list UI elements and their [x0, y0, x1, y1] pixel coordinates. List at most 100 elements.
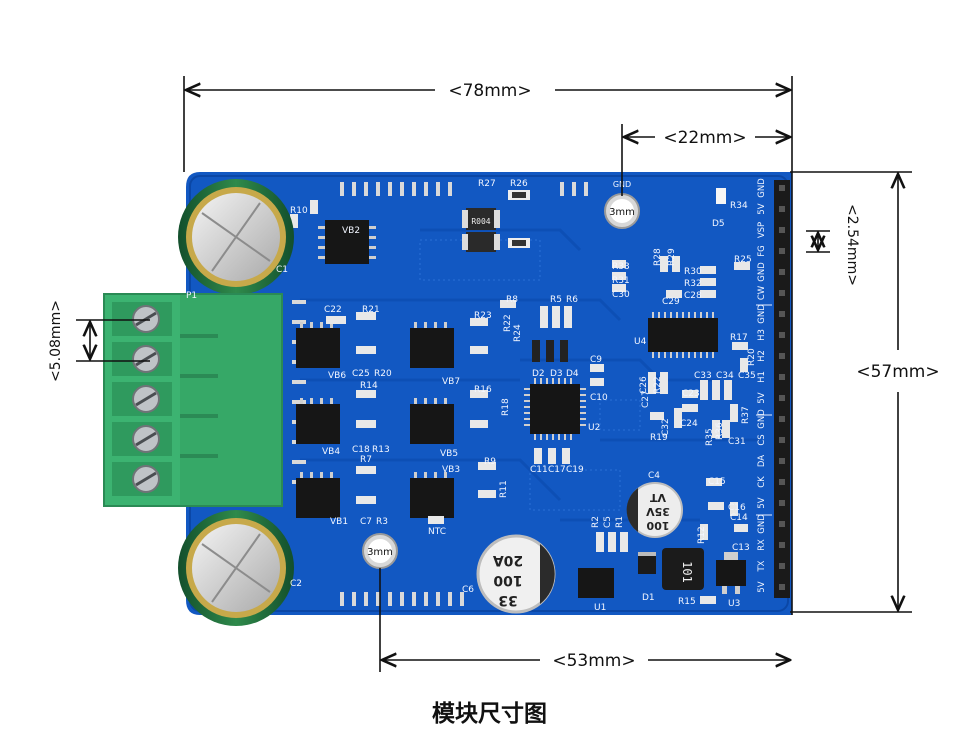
svg-text:C14: C14 [730, 513, 748, 523]
svg-text:R34: R34 [730, 201, 748, 211]
mosfet-vb4 [296, 404, 340, 444]
header-pin-label: CS [757, 434, 767, 445]
screw-slot [135, 471, 157, 487]
header-pin-label: GND [757, 514, 767, 534]
svg-text:VB4: VB4 [322, 447, 340, 457]
svg-text:R23: R23 [474, 311, 492, 321]
svg-text:100: 100 [493, 572, 522, 588]
header-pin-label: 5V [757, 497, 767, 508]
capacitor-c2 [178, 510, 294, 626]
svg-text:C18: C18 [352, 445, 370, 455]
gnd-offset-label: <22mm> [663, 128, 746, 148]
header-pin-label: H1 [757, 371, 767, 383]
svg-text:20A: 20A [493, 552, 523, 568]
screw-slot [135, 431, 157, 447]
mosfet-vb3 [410, 478, 454, 518]
terminal-pitch-label: <5.08mm> [48, 300, 64, 382]
svg-text:R31: R31 [612, 276, 630, 286]
svg-text:R16: R16 [474, 385, 492, 395]
header-pin-label: GND [757, 178, 767, 198]
svg-text:R20: R20 [374, 369, 392, 379]
svg-text:R26: R26 [510, 179, 528, 189]
header-pin-label: RX [757, 539, 767, 551]
height-total-label: <57mm> [856, 362, 939, 382]
svg-text:R32: R32 [684, 279, 702, 289]
dimension-height-total: <57mm> [790, 171, 940, 613]
svg-text:C27: C27 [641, 390, 651, 408]
svg-text:R1: R1 [615, 516, 625, 528]
svg-text:R12: R12 [697, 526, 707, 544]
svg-text:R19: R19 [650, 433, 668, 443]
chip-u4 [648, 312, 718, 358]
header-pin-label: H2 [757, 350, 767, 362]
svg-text:R13: R13 [372, 445, 390, 455]
svg-text:C25: C25 [352, 369, 370, 379]
svg-text:U2: U2 [588, 423, 600, 433]
svg-text:R20: R20 [747, 348, 757, 366]
pin-pitch-label: <2.54mm> [844, 204, 860, 286]
header-pin-label: TX [757, 560, 767, 572]
svg-text:C17: C17 [548, 465, 566, 475]
svg-text:C35: C35 [738, 371, 756, 381]
svg-text:R18: R18 [501, 398, 511, 416]
header-pin-label: GND [757, 262, 767, 282]
capacitor-c4: VT 35V 100 [626, 482, 683, 538]
svg-text:C16: C16 [728, 503, 746, 513]
svg-text:C13: C13 [732, 543, 750, 553]
header-pin-label: 5V [757, 581, 767, 592]
dimension-width-total: <78mm> [183, 76, 793, 615]
header-pin-label: GND [757, 304, 767, 324]
svg-text:D1: D1 [642, 593, 655, 603]
mosfet-chips [296, 220, 454, 518]
svg-text:C31: C31 [728, 437, 746, 447]
regulator-u3 [716, 552, 746, 594]
diagram-caption: 模块尺寸图 [432, 701, 547, 727]
svg-text:D2: D2 [532, 369, 545, 379]
svg-text:VB1: VB1 [330, 517, 348, 527]
header-pin-label: CW [757, 285, 767, 300]
svg-text:R22: R22 [653, 376, 663, 394]
svg-text:VB3: VB3 [442, 465, 460, 475]
header-pin-label: H3 [757, 329, 767, 341]
capacitor-c1 [178, 179, 294, 295]
svg-text:VB2: VB2 [342, 226, 360, 236]
header-pin-label: FG [757, 245, 767, 256]
svg-text:R15: R15 [678, 597, 696, 607]
svg-text:R8: R8 [506, 295, 518, 305]
svg-text:R28: R28 [653, 248, 663, 266]
svg-text:R27: R27 [478, 179, 496, 189]
svg-text:R35: R35 [705, 428, 715, 446]
mosfet-vb1 [296, 478, 340, 518]
svg-text:R22: R22 [503, 314, 513, 332]
svg-text:R9: R9 [484, 457, 496, 467]
dimension-terminal-pitch: <5.08mm> [48, 300, 150, 382]
mosfet-vb6 [296, 328, 340, 368]
pin-header [756, 180, 790, 598]
svg-text:C9: C9 [590, 355, 602, 365]
svg-text:R37: R37 [741, 406, 751, 424]
svg-text:3mm: 3mm [367, 547, 393, 558]
svg-text:R004: R004 [471, 217, 490, 226]
svg-text:C5: C5 [603, 516, 613, 528]
svg-text:C34: C34 [716, 371, 734, 381]
svg-text:R11: R11 [499, 480, 509, 498]
dimension-hole-to-edge: <53mm> [379, 568, 790, 672]
svg-text:C26: C26 [639, 376, 649, 394]
terminal-block [103, 293, 283, 507]
svg-text:VB7: VB7 [442, 377, 460, 387]
svg-text:35V: 35V [646, 505, 670, 518]
chip-u1 [578, 568, 614, 598]
svg-text:U1: U1 [594, 603, 606, 613]
mosfet-vb2 [318, 220, 376, 264]
svg-text:C24: C24 [680, 419, 698, 429]
smd-passives [290, 188, 750, 604]
hole-to-edge-label: <53mm> [552, 651, 635, 671]
width-total-label: <78mm> [448, 81, 531, 101]
svg-text:VB6: VB6 [328, 371, 346, 381]
mosfet-vb5 [410, 404, 454, 444]
svg-text:C7: C7 [360, 517, 372, 527]
svg-text:C22: C22 [324, 305, 342, 315]
svg-text:U4: U4 [634, 337, 647, 347]
svg-text:C11: C11 [530, 465, 548, 475]
